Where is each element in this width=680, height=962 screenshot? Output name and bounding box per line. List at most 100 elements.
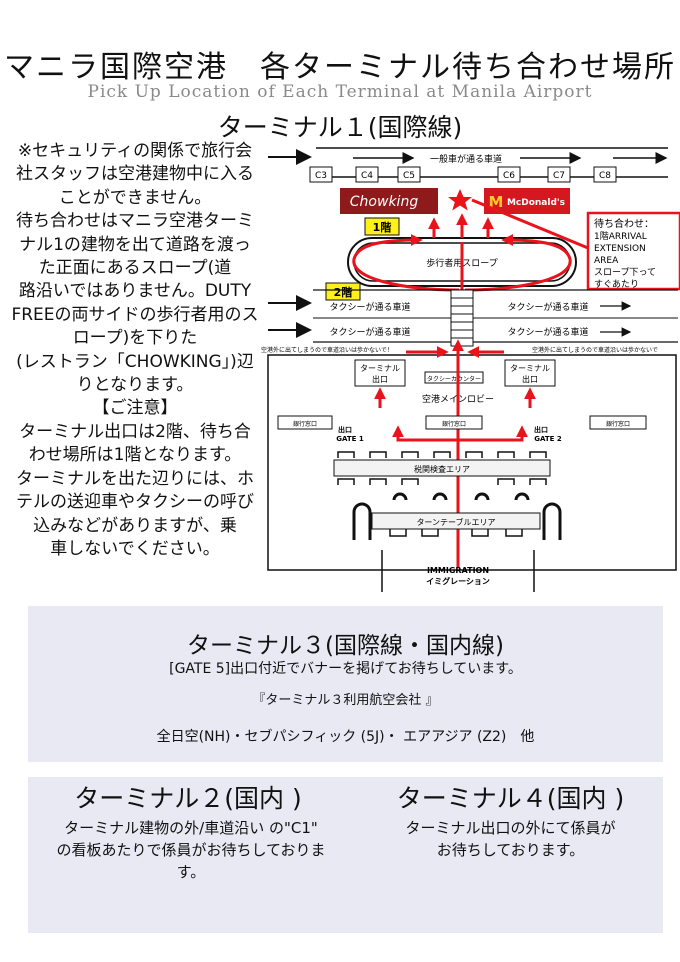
mcdonalds-sign: M McDonald's [484,188,570,214]
svg-text:出口: 出口 [522,374,538,384]
svg-text:Chowking: Chowking [350,194,419,210]
taxi-road-label: タクシーが通る車道 [507,301,588,313]
taxi-road-label: タクシーが通る車道 [329,301,410,313]
svg-text:1階: 1階 [373,220,392,234]
svg-text:GATE 1: GATE 1 [336,435,364,443]
svg-text:IMMIGRATION: IMMIGRATION [427,566,489,575]
description-line: 社スタッフは空港建物中に入る [16,164,254,185]
svg-text:ターミナル: ターミナル [360,364,400,373]
svg-text:EXTENSION: EXTENSION [594,244,646,254]
terminal4-body: ターミナル出口の外にて係員が お待ちしております。 [358,817,663,861]
description-line: 込みなどがありますが、乗 [33,515,237,536]
svg-text:出口: 出口 [372,374,388,384]
description-line: た正面にあるスロープ(道 [38,258,232,279]
page-title: マニラ国際空港 各ターミナル待ち合わせ場所 [4,50,676,85]
body-line: す。 [176,863,206,881]
svg-text:スロープ下って: スロープ下って [594,267,656,278]
route-arrow [352,234,460,292]
taxi-road-label: タクシーが通る車道 [507,326,588,338]
terminal3-panel: ターミナル３(国際線・国内線) [GATE 5]出口付近でバナーを掲げてお待ちし… [28,606,663,762]
gate1-label: 出口 GATE 1 [336,425,364,443]
general-road-label: 一般車が通る車道 [430,153,502,165]
floor2-badge: 2階 [325,282,361,301]
svg-text:タクシーカウンター: タクシーカウンター [427,375,481,383]
svg-text:1階ARRIVAL: 1階ARRIVAL [594,231,647,242]
turntable-area: ターンテーブルエリア [371,512,541,530]
svg-text:AREA: AREA [594,256,619,266]
body-line: お待ちしております。 [436,841,585,859]
meeting-point-callout: 待ち合わせ： 1階ARRIVAL EXTENSION AREA スロープ下って … [471,198,680,291]
sign-c3: C3 [309,166,333,183]
floor1-badge: 1階 [364,217,400,236]
description-line: テルの送迎車やタクシーの呼び [16,492,254,513]
description-line: (レストラン「CHOWKING」)辺 [16,351,254,372]
svg-text:2階: 2階 [334,285,353,299]
chowking-sign: Chowking [340,188,438,214]
description-line: 路沿いではありません。DUTY [18,281,252,302]
description-line: ことができません。 [58,187,212,208]
description-line: 車しないでください。 [50,538,220,559]
terminal1-description: ※セキュリティの関係で旅行会 社スタッフは空港建物中に入る ことができません。 … [4,140,266,561]
terminal3-gate-info: [GATE 5]出口付近でバナーを掲げてお待ちしています。 [169,661,522,677]
warning-right: 空港外に出てしまうので車道沿いは歩かないで [532,346,658,354]
sign-c6: C6 [497,166,521,183]
description-line: わせ場所は1階となります。 [28,445,242,466]
terminal3-airlines-heading: 『ターミナル３利用航空会社 』 [252,693,439,708]
terminal-exit-left: ターミナル 出口 [354,359,406,387]
customs-area: 税関検査エリア [333,459,551,477]
route-arrow [458,425,528,442]
page-subtitle: Pick Up Location of Each Terminal at Man… [87,82,593,102]
taxi-road-label: タクシーが通る車道 [329,326,410,338]
description-line: ロープ)を下りた [72,328,198,349]
description-line: ※セキュリティの関係で旅行会 [17,141,253,161]
sign-c8: C8 [593,166,617,183]
route-arrow [464,234,572,292]
description-line: りとなります。 [76,375,194,396]
svg-text:銀行窓口: 銀行窓口 [606,420,630,428]
svg-text:ターミナル: ターミナル [510,364,550,373]
body-line: の看板あたりで係員がお待ちしておりま [56,841,326,859]
svg-text:ターンテーブルエリア: ターンテーブルエリア [416,517,495,527]
description-line: ターミナル出口は2階、待ち合 [19,421,251,442]
description-line: FREEの両サイドの歩行者用のス [11,304,259,325]
terminal-exit-right: ターミナル 出口 [504,359,556,387]
meeting-point-star-icon [448,189,472,211]
svg-text:出口: 出口 [534,425,548,434]
terminal2-title: ターミナル２(国内 ) [74,784,302,813]
body-line: ターミナル建物の外/車道沿い の"C1" [64,819,318,837]
svg-text:イミグレーション: イミグレーション [426,576,490,586]
description-line: 待ち合わせはマニラ空港ターミ [16,211,254,232]
svg-text:M: M [489,193,504,211]
terminal3-airlines-list: 全日空(NH)・セブパシフィック (5J)・ エアアジア (Z2) 他 [156,729,535,745]
bank-window: 銀行窓口 [425,415,483,430]
svg-text:銀行窓口: 銀行窓口 [442,420,466,428]
terminal4-title: ターミナル４(国内 ) [396,784,625,813]
gate2-label: 出口 GATE 2 [534,425,562,443]
svg-text:税関検査エリア: 税関検査エリア [414,464,470,474]
route-arrow [392,425,458,442]
taxi-counter: タクシーカウンター [424,371,484,384]
terminal1-title: ターミナル１(国際線) [217,113,463,142]
description-line: 【ご注意】 [92,398,178,419]
svg-text:McDonald's: McDonald's [507,198,565,208]
terminal2-4-panel: ターミナル２(国内 ) ターミナル建物の外/車道沿い の"C1" の看板あたりで… [28,777,663,933]
bank-window: 銀行窓口 [277,415,333,430]
svg-text:GATE 2: GATE 2 [534,435,562,443]
sign-c5: C5 [397,166,421,183]
svg-text:C7: C7 [553,171,565,181]
terminal3-title: ターミナル３(国際線・国内線) [187,633,504,659]
customs-booths [337,451,547,485]
svg-text:待ち合わせ：: 待ち合わせ： [594,217,654,230]
svg-text:C4: C4 [361,171,373,181]
bank-window: 銀行窓口 [589,415,647,430]
svg-text:C8: C8 [599,171,611,181]
svg-text:すぐあたり: すぐあたり [594,279,639,290]
stairs [450,289,474,347]
svg-text:C6: C6 [503,171,515,181]
svg-text:C3: C3 [315,171,327,181]
warning-left: 空港外に出てしまうので車道沿いは歩かないで！ [261,346,393,354]
description-line: ナル1の建物を出て道路を渡っ [19,234,251,255]
terminal2-body: ターミナル建物の外/車道沿い の"C1" の看板あたりで係員がお待ちしておりま … [36,817,346,883]
body-line: ターミナル出口の外にて係員が [405,819,616,837]
svg-text:C5: C5 [403,171,415,181]
